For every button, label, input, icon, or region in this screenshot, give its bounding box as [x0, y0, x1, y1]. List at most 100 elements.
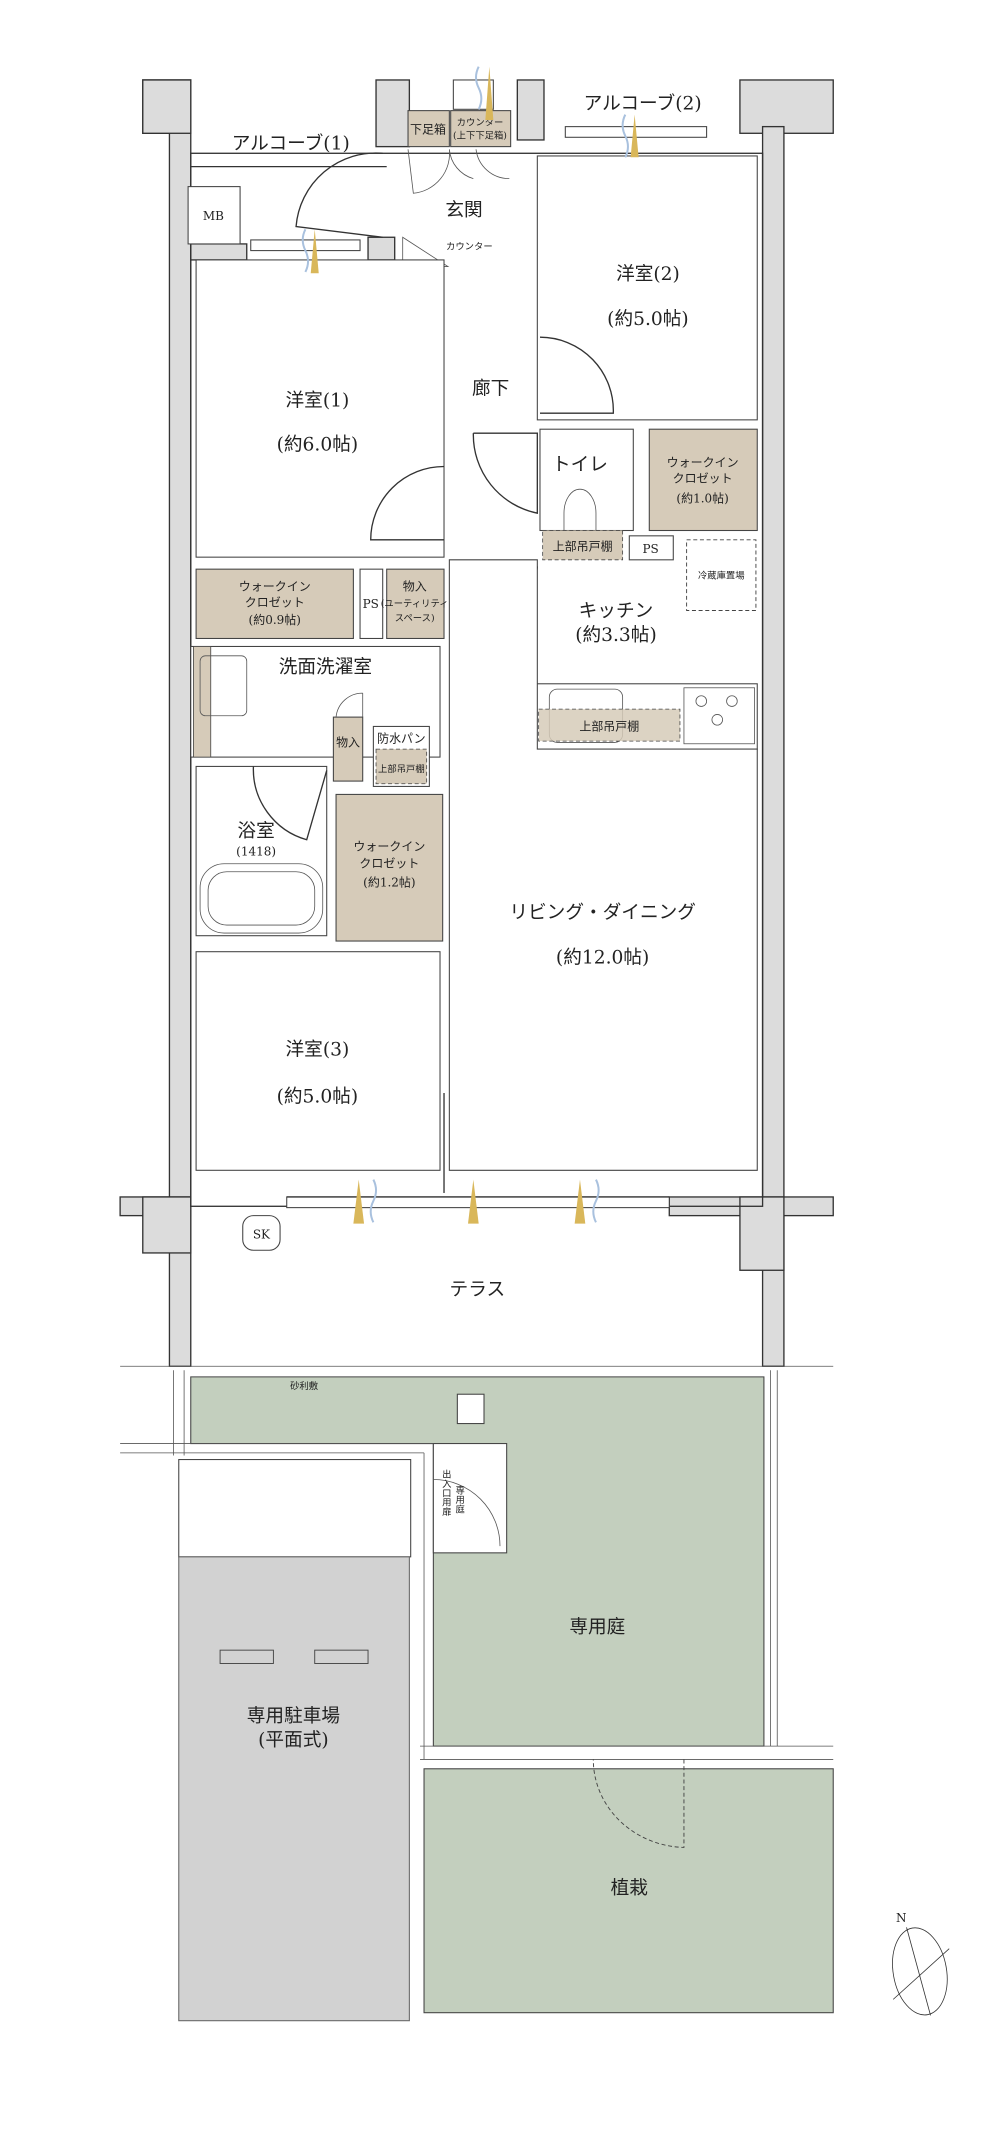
wic-1-label-2: クロゼット [673, 472, 733, 486]
wic-3-label-3: (約1.2帖) [363, 874, 415, 889]
western-room-3-label: 洋室(3) [286, 1040, 350, 1061]
waterproof-pan-label: 防水パン [377, 730, 426, 745]
bathroom-label: 浴室 [237, 821, 274, 842]
garden-gate-swing [433, 1479, 501, 1547]
stove-burner-icons [695, 695, 738, 726]
planting [423, 1768, 834, 2014]
toilet-room [539, 428, 634, 532]
wic-3-label-1: ウォークイン [353, 839, 425, 853]
wic-1-label-1: ウォークイン [667, 456, 739, 470]
alcove-2-label: アルコーブ(2) [584, 92, 702, 114]
western-room-1-size: (約6.0帖) [277, 435, 359, 456]
shoebox [407, 110, 450, 148]
gate-swing-dashed [592, 1759, 685, 1848]
kitchen-size: (約3.3帖) [575, 625, 657, 646]
western-room-3-size: (約5.0帖) [277, 1086, 359, 1107]
meter-box [187, 186, 241, 245]
bathroom-door[interactable] [252, 766, 328, 841]
fridge-label: 冷蔵庫置場 [698, 569, 745, 581]
stove [683, 687, 755, 745]
western-room-1-label: 洋室(1) [286, 391, 350, 412]
western-room-1-door[interactable] [370, 465, 445, 541]
sink-sk-label: SK [253, 1227, 271, 1241]
garden-fixture [456, 1393, 485, 1425]
utility-label-3: スペース) [395, 613, 435, 624]
parking-apron [178, 1459, 412, 1558]
garden-label: 専用庭 [569, 1617, 625, 1638]
sink-sk [242, 1215, 281, 1251]
western-room-3 [195, 951, 441, 1171]
western-room-2 [536, 155, 758, 421]
ps-1 [628, 535, 674, 561]
shoebox-label: 下足箱 [410, 121, 446, 136]
waterproof-pan-upper-cabinet [375, 748, 428, 785]
kitchen-upper-cabinet-label: 上部吊戸棚 [579, 718, 639, 733]
utility-closet [386, 568, 445, 639]
counter-label: カウンター [446, 241, 493, 252]
meter-box-label: MB [203, 209, 224, 223]
ps-2 [359, 568, 384, 639]
structural-walls [119, 79, 834, 1367]
ps-1-label: PS [642, 542, 658, 556]
parking-type: (平面式) [258, 1730, 329, 1751]
hallway-label: 廊下 [472, 379, 509, 400]
vanity [193, 646, 212, 758]
walk-in-closet-3 [335, 793, 444, 942]
living-dining-size: (約12.0帖) [556, 948, 649, 969]
living-dining-label: リビング・ダイニング [509, 902, 696, 923]
wheel-stop-left [219, 1649, 274, 1664]
toilet-door[interactable] [472, 432, 538, 514]
walk-in-closet-1 [648, 428, 758, 532]
toilet-label: トイレ [552, 455, 608, 476]
shoebox-doors [407, 149, 510, 194]
living-dining [448, 559, 758, 1171]
bathroom-size: (1418) [236, 845, 276, 859]
kitchen-upper-cabinet [538, 708, 681, 742]
entrance-door-swing[interactable] [295, 152, 383, 238]
bathroom [195, 765, 328, 937]
garden-gate[interactable] [432, 1443, 508, 1554]
washroom-closet-label: 物入 [336, 735, 360, 749]
toilet-bowl [563, 488, 597, 541]
counter-shoebox-label: カウンター [457, 117, 504, 128]
utility-label-2: (ユーティリティ [381, 598, 449, 609]
south-windows [286, 1092, 670, 1209]
fridge-space [686, 539, 757, 611]
kitchen-label: キッチン [579, 601, 654, 622]
bathtub-inner [207, 871, 316, 926]
western-room-2-door[interactable] [539, 336, 614, 414]
washbasin [199, 655, 248, 717]
parking-label: 専用駐車場 [247, 1706, 340, 1727]
front-door-frame [452, 79, 494, 110]
ps-2-label: PS [363, 597, 379, 611]
alcove-1-label: アルコーブ(1) [232, 132, 350, 154]
wic-2-label-3: (約0.9帖) [249, 612, 301, 627]
walk-in-closet-2 [195, 568, 354, 639]
compass-icon: N [892, 1911, 950, 2016]
planting-label: 植栽 [611, 1878, 648, 1899]
wheel-stop-right [314, 1649, 369, 1664]
wic-1-label-3: (約1.0帖) [676, 491, 728, 506]
terrace-label: テラス [450, 1280, 506, 1301]
counter-shoebox-sub: (上下下足箱) [453, 130, 507, 142]
bathtub [199, 863, 324, 934]
toilet-upper-cabinet-label: 上部吊戸棚 [553, 538, 613, 553]
garden-gate-label-1: 専用庭 [453, 1485, 465, 1515]
entrance-label: 玄関 [445, 200, 482, 221]
ventilation-icons [301, 66, 639, 1224]
wic-2-label-2: クロゼット [245, 595, 305, 609]
utility-label-1: 物入 [403, 579, 427, 593]
toilet-upper-cabinet [542, 530, 624, 561]
gravel-label: 砂利敷 [290, 1380, 319, 1392]
private-parking [178, 1556, 410, 2022]
wic-3-label-2: クロゼット [359, 857, 419, 871]
washroom-closet [332, 716, 364, 782]
wic-2-label-1: ウォークイン [239, 579, 311, 593]
garden-gate-label-2: 出入口用扉 [440, 1469, 452, 1517]
washroom-label: 洗面洗濯室 [279, 657, 372, 678]
western-room-2-label: 洋室(2) [616, 264, 680, 285]
waterproof-pan-upper-cabinet-label: 上部吊戸棚 [378, 763, 425, 775]
washroom-closet-door[interactable] [335, 692, 364, 718]
counter-shoebox [450, 110, 512, 148]
